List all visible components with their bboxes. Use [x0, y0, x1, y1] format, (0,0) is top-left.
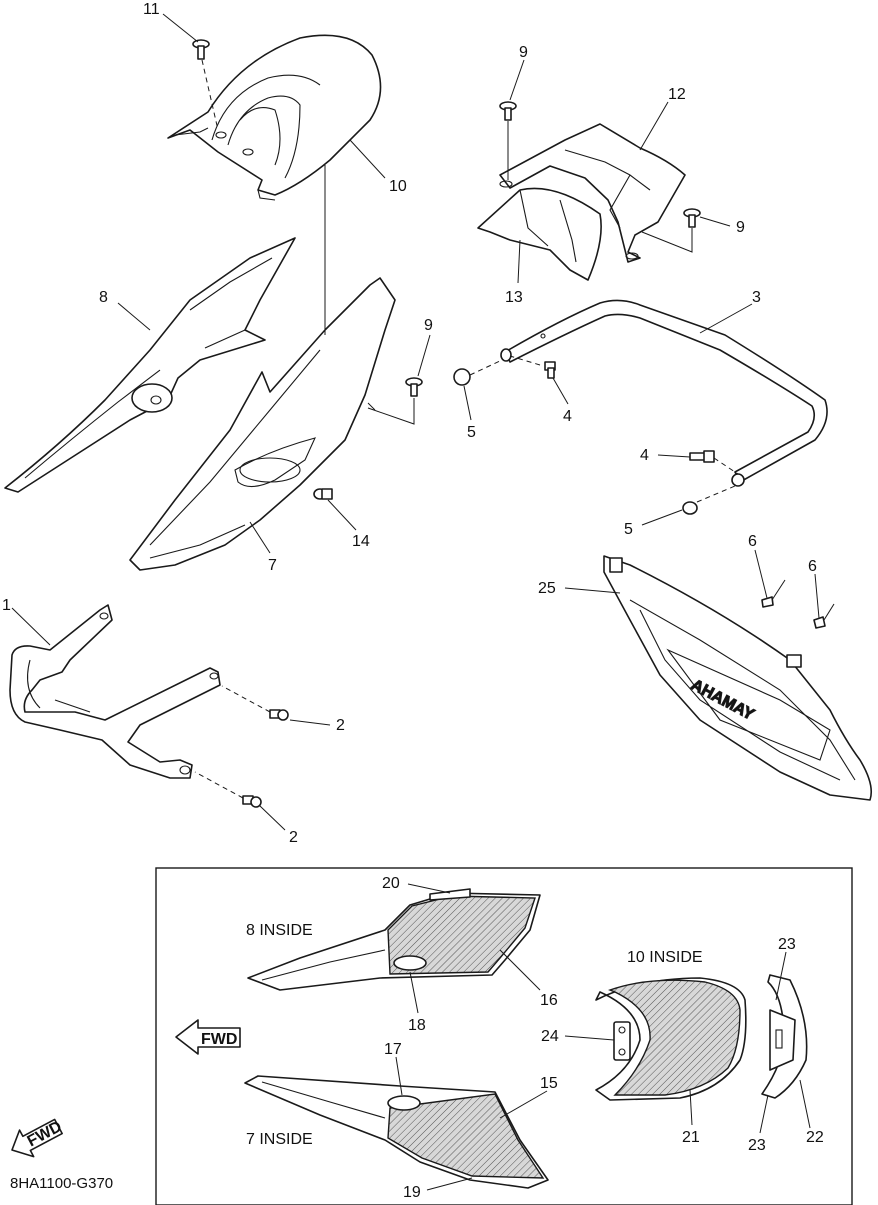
callout-14: 14	[352, 533, 370, 550]
callout-15: 15	[540, 1075, 558, 1092]
callout-5: 5	[624, 521, 633, 538]
cap-part-5-lower	[682, 485, 736, 515]
callout-8: 8	[99, 289, 108, 306]
inside-view-part-10	[595, 977, 747, 1101]
callout-12: 12	[668, 86, 686, 103]
fwd-arrow-small-label: FWD	[25, 1118, 65, 1150]
side-cover-part-7	[129, 277, 396, 571]
callout-23: 23	[748, 1137, 766, 1154]
callout-22: 22	[806, 1129, 824, 1146]
callout-20: 20	[382, 875, 400, 892]
caption-7-inside: 7 INSIDE	[246, 1131, 313, 1148]
fwd-arrow-small: FWD	[11, 1118, 65, 1158]
callout-6: 6	[808, 558, 817, 575]
clip-part-6-right	[813, 603, 835, 629]
inside-view-part-22	[761, 974, 808, 1099]
lower-cover-part-25: AHAMAY	[603, 555, 873, 801]
bolt-part-2-lower	[194, 771, 262, 808]
leader-lines	[11, 13, 820, 1191]
callout-10: 10	[389, 178, 407, 195]
cap-part-5-upper	[453, 359, 503, 386]
screw-part-11	[192, 39, 219, 131]
callout-21: 21	[682, 1129, 700, 1146]
rear-cover-part-12	[499, 123, 686, 263]
callout-1: 1	[2, 597, 11, 614]
callout-9: 9	[736, 219, 745, 236]
bolt-part-4-upper	[509, 355, 556, 379]
callout-7: 7	[268, 557, 277, 574]
callout-2: 2	[289, 829, 298, 846]
callout-numbers: 11 10 9 12 9 13 8 9 3 5 4 4 14 7 5 6 6 2…	[2, 1, 824, 1201]
callout-24: 24	[541, 1028, 559, 1045]
callout-25: 25	[538, 580, 556, 597]
callout-4: 4	[563, 408, 572, 425]
clip-part-6-left	[761, 579, 786, 608]
callout-16: 16	[540, 992, 558, 1009]
callout-5: 5	[467, 424, 476, 441]
caption-10-inside: 10 INSIDE	[627, 949, 703, 966]
callout-11: 11	[143, 1, 160, 18]
rear-cover-part-13	[477, 187, 602, 281]
caption-8-inside: 8 INSIDE	[246, 922, 313, 939]
fwd-arrow-large: FWD	[175, 1019, 241, 1055]
screw-part-9-top	[499, 101, 517, 180]
seat-cowl-part-10	[167, 34, 382, 201]
callout-4: 4	[640, 447, 649, 464]
callout-3: 3	[752, 289, 761, 306]
grab-bar-part-3	[500, 299, 828, 487]
callout-2: 2	[336, 717, 345, 734]
callout-9: 9	[424, 317, 433, 334]
screw-part-9-mid	[367, 377, 423, 425]
callout-18: 18	[408, 1017, 426, 1034]
callout-23: 23	[778, 936, 796, 953]
callout-17: 17	[384, 1041, 402, 1058]
fwd-arrow-label: FWD	[201, 1031, 237, 1048]
bolt-part-4-lower	[689, 450, 739, 475]
inside-view-inset	[155, 867, 853, 1205]
screw-part-14	[313, 488, 333, 500]
callout-6: 6	[748, 533, 757, 550]
bolt-part-2-upper	[221, 685, 289, 721]
inside-view-part-8	[247, 888, 541, 991]
callout-13: 13	[505, 289, 523, 306]
drawing-code: 8HA1100-G370	[10, 1175, 113, 1192]
screw-part-9-right	[641, 208, 701, 253]
callout-19: 19	[403, 1184, 421, 1201]
side-cover-part-8	[4, 237, 296, 493]
callout-9: 9	[519, 44, 528, 61]
carrier-bracket-part-1	[9, 604, 221, 779]
